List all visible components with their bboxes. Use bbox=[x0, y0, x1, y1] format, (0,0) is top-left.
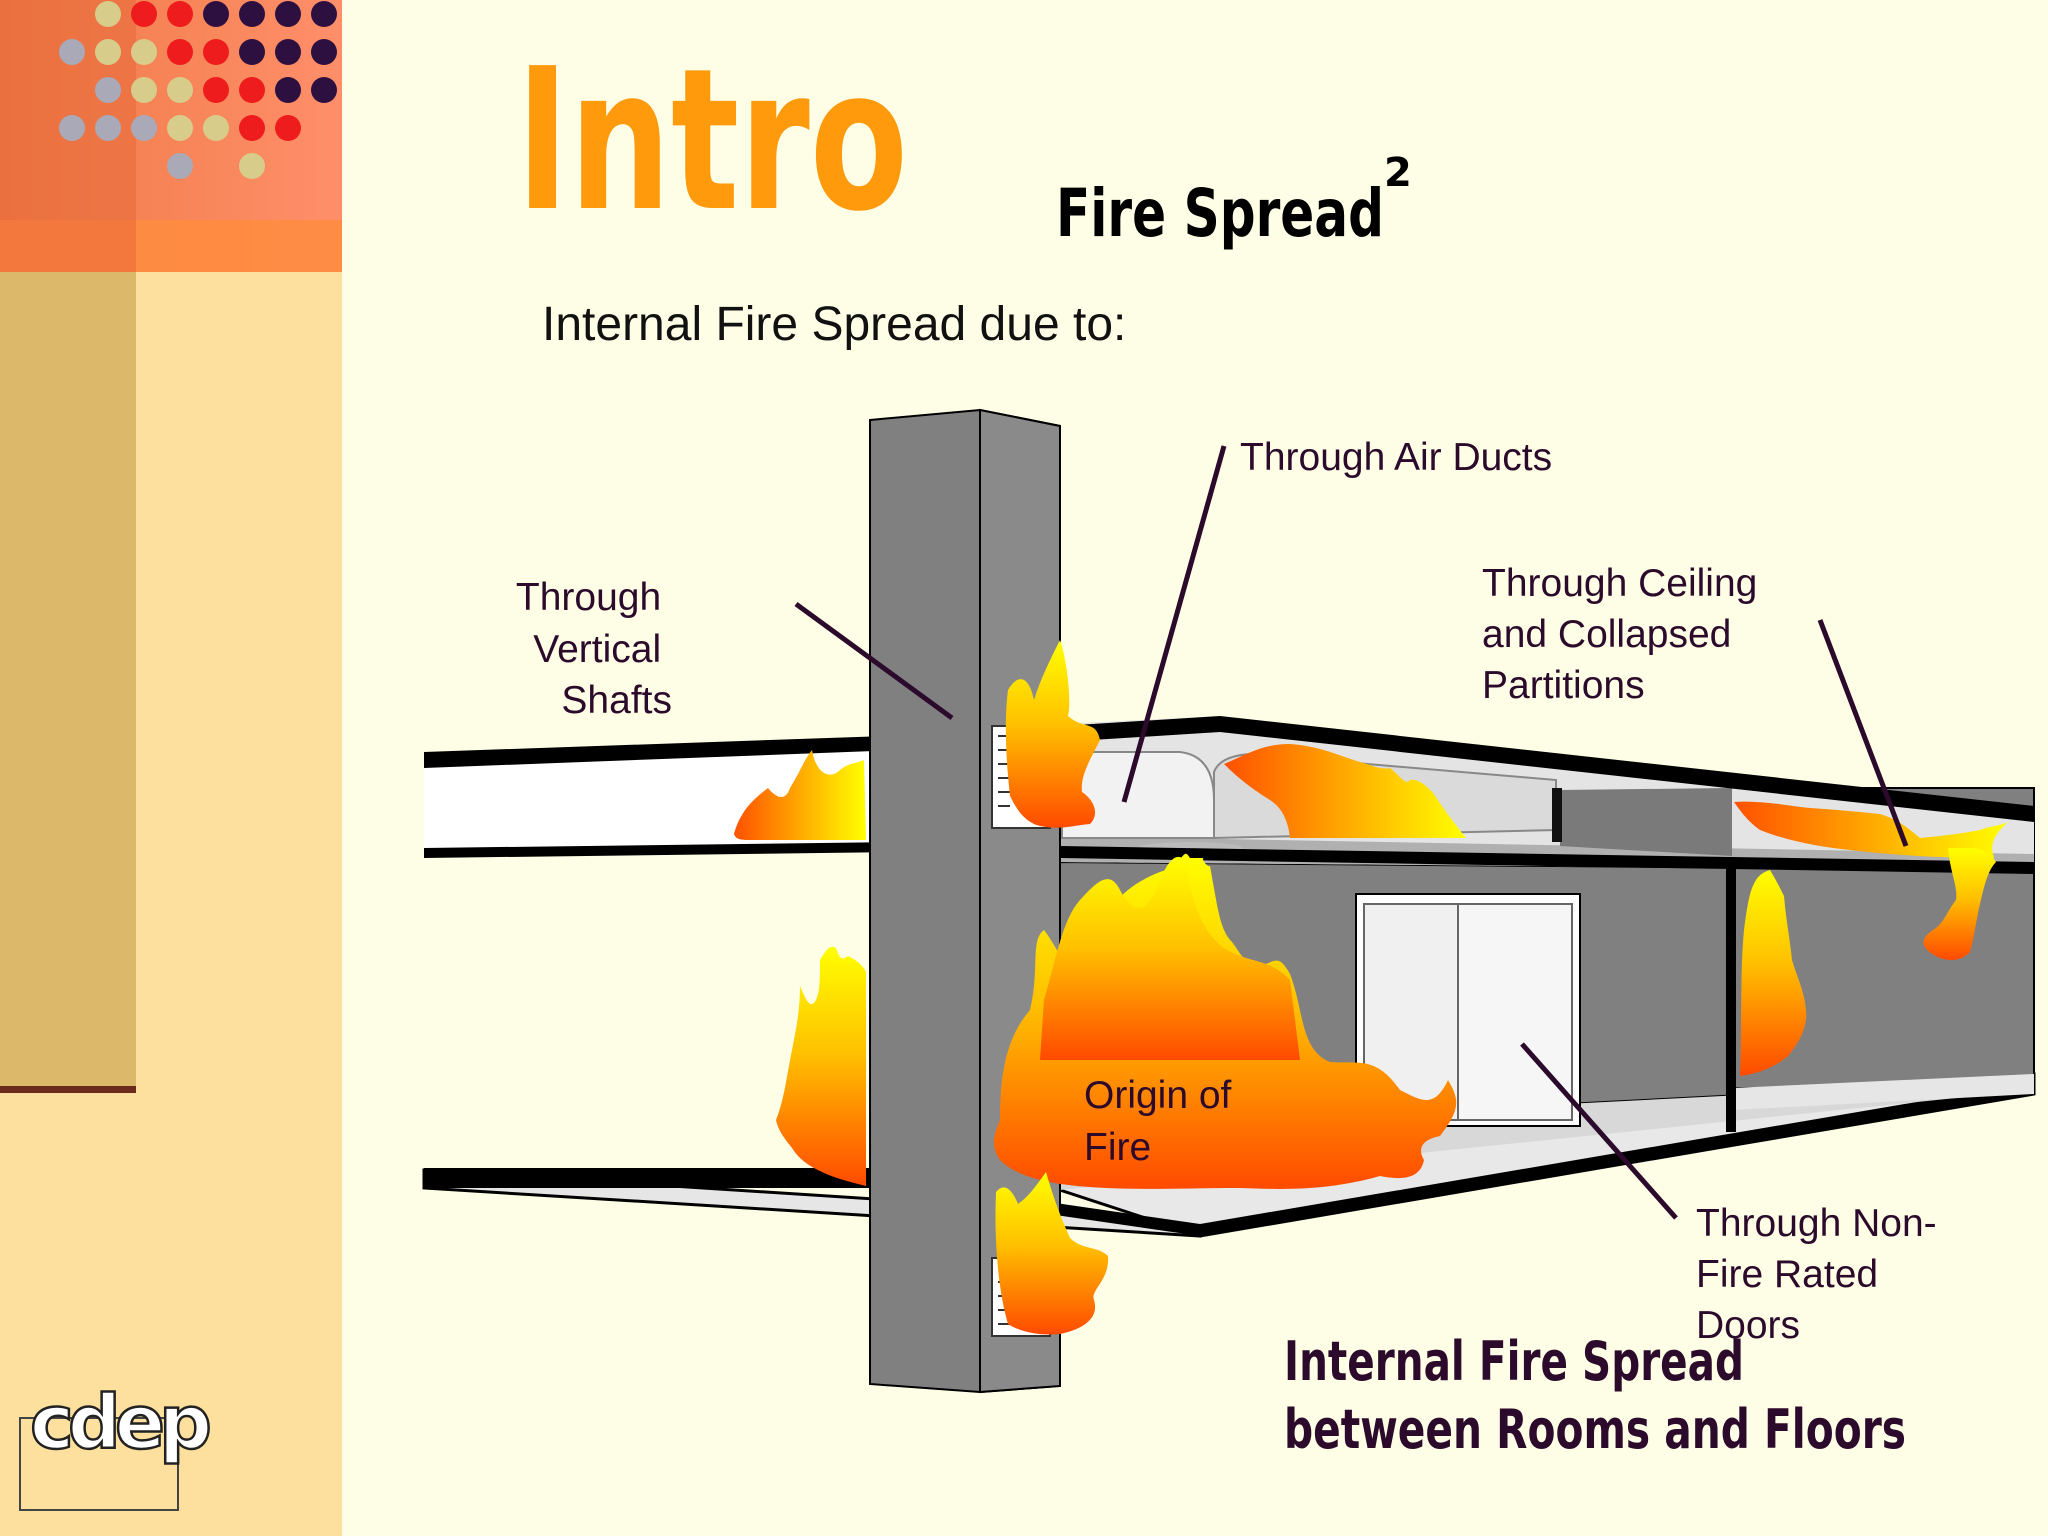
flame-ceiling-right bbox=[1734, 801, 2008, 858]
flame-shaft-lower bbox=[995, 1172, 1109, 1335]
label-air-ducts: Through Air Ducts bbox=[1240, 436, 1552, 479]
label-ceiling-line3: Partitions bbox=[1482, 664, 1645, 707]
pointer-lines bbox=[794, 445, 1909, 1220]
left-decor-panel bbox=[0, 0, 342, 1536]
decor-dot bbox=[167, 39, 193, 65]
label-origin-line2: Fire bbox=[1084, 1126, 1151, 1169]
label-vertical-shafts: Through Vertical Shafts bbox=[516, 576, 672, 722]
logo-text: cdep bbox=[30, 1380, 209, 1466]
label-ceiling-line2: and Collapsed bbox=[1482, 613, 1731, 656]
label-vertical-shafts-line1: Through bbox=[516, 576, 661, 619]
decor-dot bbox=[131, 77, 157, 103]
flame-right-wall-drip bbox=[1923, 848, 1996, 960]
flame-origin-top bbox=[1040, 856, 1300, 1060]
flame-left-upper bbox=[734, 750, 866, 840]
label-doors-line3: Doors bbox=[1696, 1304, 1800, 1347]
decor-dot bbox=[311, 39, 337, 65]
decor-dot bbox=[167, 115, 193, 141]
dot-pattern bbox=[59, 1, 337, 179]
decor-dot bbox=[95, 39, 121, 65]
slide-title: Intro bbox=[516, 27, 908, 255]
decor-dot bbox=[167, 77, 193, 103]
decor-dot bbox=[167, 153, 193, 179]
cdep-logo: cdep bbox=[19, 1379, 216, 1511]
pointer-doors bbox=[1520, 1042, 1678, 1220]
lower-slab-edge-3 bbox=[1200, 1082, 2034, 1236]
decor-dot bbox=[203, 39, 229, 65]
right-partition-post bbox=[1726, 786, 1736, 1132]
subtitle-superscript: 2 bbox=[1384, 150, 1412, 196]
decor-dot bbox=[311, 77, 337, 103]
decor-dot bbox=[59, 115, 85, 141]
decor-dot bbox=[203, 115, 229, 141]
label-origin-line1: Origin of bbox=[1084, 1074, 1232, 1117]
slide-subtitle: Fire Spread bbox=[1056, 175, 1384, 252]
decor-dot bbox=[239, 153, 265, 179]
pointer-vertical-shafts bbox=[794, 601, 954, 721]
decor-dot bbox=[131, 1, 157, 27]
flame-ceiling-mid bbox=[1224, 744, 1466, 838]
decor-dot bbox=[131, 39, 157, 65]
label-doors: Through Non- Fire Rated Doors bbox=[1696, 1202, 1947, 1347]
flame-left-lower bbox=[776, 946, 866, 1186]
decor-dot bbox=[311, 1, 337, 27]
decor-dot bbox=[239, 115, 265, 141]
decor-dot bbox=[239, 39, 265, 65]
ceiling-back-wall bbox=[1560, 788, 1732, 856]
caption-line-2: between Rooms and Floors bbox=[1284, 1398, 1906, 1461]
decor-dot bbox=[275, 77, 301, 103]
label-vertical-shafts-line3: Shafts bbox=[561, 679, 672, 722]
decor-dot bbox=[95, 115, 121, 141]
decor-dot bbox=[59, 39, 85, 65]
label-ceiling: Through Ceiling and Collapsed Partitions bbox=[1482, 562, 1768, 707]
label-vertical-shafts-line2: Vertical bbox=[533, 628, 661, 671]
tan-strip bbox=[0, 270, 136, 1090]
decor-dot bbox=[239, 77, 265, 103]
decor-dot bbox=[95, 1, 121, 27]
decor-dot bbox=[275, 39, 301, 65]
flame-shaft-upper bbox=[1005, 640, 1100, 828]
caption-line-1: Internal Fire Spread bbox=[1284, 1330, 1744, 1393]
decor-dot bbox=[275, 1, 301, 27]
brown-rule bbox=[0, 1086, 136, 1093]
pointer-ceiling bbox=[1817, 619, 1909, 847]
section-heading: Internal Fire Spread due to: bbox=[542, 298, 1126, 351]
label-ceiling-line1: Through Ceiling bbox=[1482, 562, 1757, 605]
decor-dot bbox=[203, 77, 229, 103]
upper-slab-right-top bbox=[1060, 716, 2034, 822]
decor-dot bbox=[275, 115, 301, 141]
building-diagram: Through Air Ducts Through Vertical Shaft… bbox=[422, 408, 2036, 1394]
decor-dot bbox=[131, 115, 157, 141]
flame-right-partition bbox=[1740, 870, 1807, 1076]
label-origin: Origin of Fire bbox=[1084, 1074, 1242, 1169]
decor-dot bbox=[167, 1, 193, 27]
door-right-leaf bbox=[1457, 903, 1573, 1121]
logo-frame bbox=[19, 1417, 179, 1511]
label-doors-line1: Through Non- bbox=[1696, 1202, 1937, 1245]
decor-dot bbox=[203, 1, 229, 27]
decor-dot bbox=[239, 1, 265, 27]
label-doors-line2: Fire Rated bbox=[1696, 1253, 1878, 1296]
ceiling-post bbox=[1552, 788, 1562, 842]
decor-dot bbox=[95, 77, 121, 103]
right-room-floor bbox=[1732, 1074, 2034, 1110]
pointer-air-ducts bbox=[1121, 445, 1227, 803]
ceiling-line-right bbox=[1060, 846, 2034, 874]
lower-slab-edge bbox=[424, 1168, 870, 1188]
